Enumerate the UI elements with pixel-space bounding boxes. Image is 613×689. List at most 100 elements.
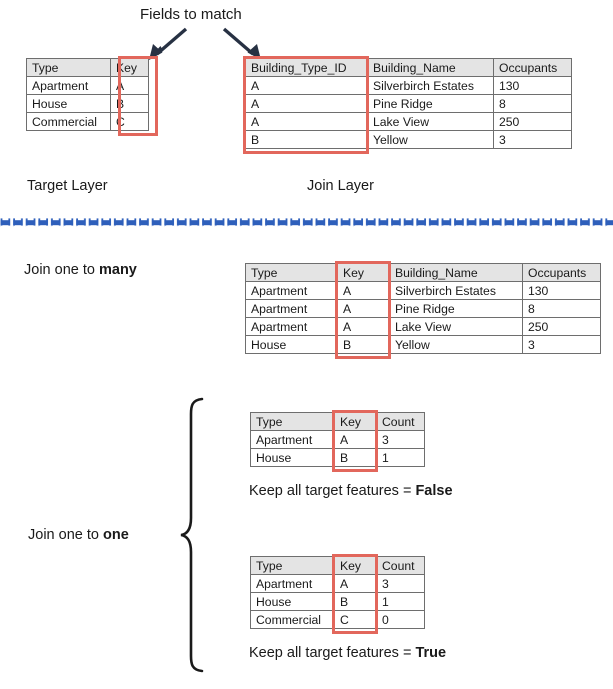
- cell-occupants: 130: [493, 76, 572, 95]
- column-header-type: Type: [245, 263, 338, 282]
- join-one-to-one-prefix: Join one to: [28, 527, 103, 543]
- join-one-to-many-emphasis: many: [98, 262, 137, 278]
- cell-building-name: Lake View: [367, 112, 494, 131]
- cell-occupants: 8: [493, 94, 572, 113]
- keep-all-true-prefix: Keep all target features =: [249, 645, 416, 661]
- table-row: B Yellow 3: [245, 130, 572, 149]
- table-row: House B 1: [250, 592, 425, 611]
- cell-building-name: Yellow: [367, 130, 494, 149]
- join-one-to-one-label: Join one to one: [28, 527, 129, 544]
- cell-type: House: [26, 94, 111, 113]
- cell-key: B: [337, 335, 390, 354]
- cell-occupants: 3: [522, 335, 601, 354]
- cell-building-type-id: A: [245, 112, 368, 131]
- cell-type: Commercial: [26, 112, 111, 131]
- cell-count: 3: [376, 574, 425, 593]
- cell-building-name: Silverbirch Estates: [389, 281, 523, 300]
- table-row: House B: [26, 94, 149, 113]
- one-to-one-false-table-wrapper: Type Key Count Apartment A 3 House B 1: [250, 412, 425, 467]
- cell-key: A: [334, 574, 377, 593]
- cell-building-name: Silverbirch Estates: [367, 76, 494, 95]
- column-header-occupants: Occupants: [493, 58, 572, 77]
- target-layer-caption: Target Layer: [27, 178, 108, 194]
- cell-type: Commercial: [250, 610, 335, 629]
- cell-type: Apartment: [245, 317, 338, 336]
- join-layer-caption: Join Layer: [307, 178, 374, 194]
- table-row: Apartment A 3: [250, 574, 425, 593]
- arrow-down-left-icon: [149, 27, 188, 60]
- cell-building-name: Pine Ridge: [367, 94, 494, 113]
- cell-key: A: [337, 317, 390, 336]
- cell-key: A: [110, 76, 149, 95]
- column-header-building-name: Building_Name: [389, 263, 523, 282]
- keep-all-false-prefix: Keep all target features =: [249, 483, 416, 499]
- join-one-to-one-emphasis: one: [102, 527, 129, 543]
- cell-count: 1: [376, 448, 425, 467]
- one-to-many-table-wrapper: Type Key Building_Name Occupants Apartme…: [245, 263, 601, 354]
- column-header-key: Key: [110, 58, 149, 77]
- cell-count: 3: [376, 430, 425, 449]
- column-header-type: Type: [250, 412, 335, 431]
- table-row: House B Yellow 3: [245, 335, 601, 354]
- keep-all-true-label: Keep all target features = True: [249, 645, 446, 662]
- one-to-many-table: Type Key Building_Name Occupants Apartme…: [245, 263, 601, 354]
- cell-building-type-id: B: [245, 130, 368, 149]
- column-header-key: Key: [337, 263, 390, 282]
- cell-key: A: [337, 281, 390, 300]
- target-layer-table: Type Key Apartment A House B Commercial …: [26, 58, 149, 131]
- column-header-building-type-id: Building_Type_ID: [245, 58, 368, 77]
- cell-building-type-id: A: [245, 94, 368, 113]
- cell-occupants: 250: [522, 317, 601, 336]
- curly-brace-icon: [180, 397, 204, 673]
- table-row: A Pine Ridge 8: [245, 94, 572, 113]
- table-row: Apartment A: [26, 76, 149, 95]
- join-one-to-many-label: Join one to many: [24, 262, 137, 279]
- cell-building-name: Pine Ridge: [389, 299, 523, 318]
- cell-occupants: 8: [522, 299, 601, 318]
- column-header-count: Count: [376, 556, 425, 575]
- cell-occupants: 3: [493, 130, 572, 149]
- keep-all-false-value: False: [415, 483, 453, 499]
- keep-all-false-label: Keep all target features = False: [249, 483, 453, 500]
- table-header-row: Type Key Count: [250, 556, 425, 575]
- keep-all-true-value: True: [415, 645, 447, 661]
- cell-type: House: [250, 592, 335, 611]
- cell-type: Apartment: [245, 281, 338, 300]
- cell-type: House: [250, 448, 335, 467]
- cell-type: Apartment: [250, 574, 335, 593]
- cell-type: Apartment: [245, 299, 338, 318]
- table-row: Commercial C 0: [250, 610, 425, 629]
- column-header-occupants: Occupants: [522, 263, 601, 282]
- column-header-key: Key: [334, 412, 377, 431]
- cell-key: A: [334, 430, 377, 449]
- column-header-type: Type: [26, 58, 111, 77]
- cell-key: B: [334, 448, 377, 467]
- column-header-type: Type: [250, 556, 335, 575]
- cell-key: B: [110, 94, 149, 113]
- table-row: Apartment A Pine Ridge 8: [245, 299, 601, 318]
- table-header-row: Type Key: [26, 58, 149, 77]
- column-header-key: Key: [334, 556, 377, 575]
- cell-building-name: Lake View: [389, 317, 523, 336]
- cell-count: 0: [376, 610, 425, 629]
- cell-key: C: [334, 610, 377, 629]
- cell-type: Apartment: [26, 76, 111, 95]
- column-header-building-name: Building_Name: [367, 58, 494, 77]
- cell-type: House: [245, 335, 338, 354]
- table-row: Commercial C: [26, 112, 149, 131]
- cell-building-type-id: A: [245, 76, 368, 95]
- table-row: A Silverbirch Estates 130: [245, 76, 572, 95]
- join-layer-table-wrapper: Building_Type_ID Building_Name Occupants…: [245, 58, 572, 149]
- cell-building-name: Yellow: [389, 335, 523, 354]
- one-to-one-false-table: Type Key Count Apartment A 3 House B 1: [250, 412, 425, 467]
- cell-occupants: 250: [493, 112, 572, 131]
- fields-to-match-label: Fields to match: [140, 6, 242, 23]
- table-row: Apartment A Silverbirch Estates 130: [245, 281, 601, 300]
- cell-key: C: [110, 112, 149, 131]
- table-row: Apartment A Lake View 250: [245, 317, 601, 336]
- table-row: House B 1: [250, 448, 425, 467]
- table-header-row: Building_Type_ID Building_Name Occupants: [245, 58, 572, 77]
- table-row: Apartment A 3: [250, 430, 425, 449]
- cell-count: 1: [376, 592, 425, 611]
- arrow-down-right-icon: [222, 27, 261, 60]
